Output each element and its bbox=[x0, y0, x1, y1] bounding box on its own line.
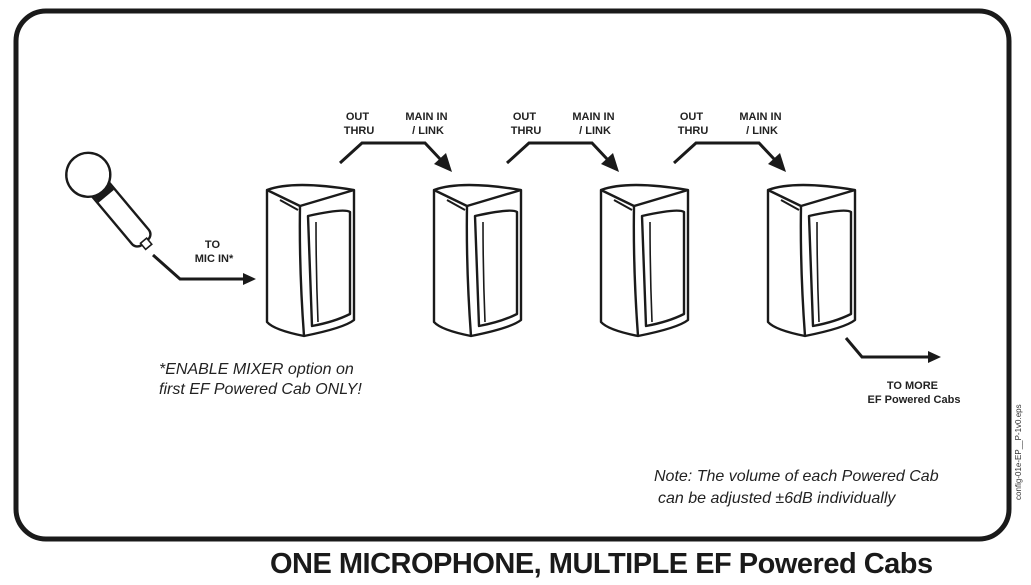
out-thru-label-1: OUT THRU bbox=[344, 111, 375, 137]
enable-mixer-note: *ENABLE MIXER option on first EF Powered… bbox=[159, 361, 362, 398]
to-more-label: TO MORE EF Powered Cabs bbox=[868, 380, 961, 406]
main-in-link-label-2: MAIN IN / LINK bbox=[572, 111, 617, 137]
to-more-arrow bbox=[844, 337, 941, 363]
out-thru-label-3: OUT THRU bbox=[678, 111, 709, 137]
mic-in-label: TO MIC IN* bbox=[195, 239, 234, 265]
main-in-link-label-3: MAIN IN / LINK bbox=[739, 111, 784, 137]
main-in-link-label-1: MAIN IN / LINK bbox=[405, 111, 450, 137]
speaker-1 bbox=[265, 183, 356, 338]
page-title: ONE MICROPHONE, MULTIPLE EF Powered Cabs bbox=[270, 548, 933, 580]
volume-note: Note: The volume of each Powered Cab can… bbox=[654, 468, 943, 507]
speaker-3 bbox=[599, 183, 690, 338]
speaker-2 bbox=[432, 183, 523, 338]
out-thru-label-2: OUT THRU bbox=[511, 111, 542, 137]
microphone-icon bbox=[65, 151, 153, 251]
link-arrow-1 bbox=[338, 141, 452, 172]
link-arrow-3 bbox=[672, 141, 786, 172]
link-arrow-2 bbox=[505, 141, 619, 172]
mic-cable-arrow bbox=[152, 253, 256, 285]
speaker-4 bbox=[766, 183, 857, 338]
file-code: config-01e-EP__P-1v0.eps bbox=[1014, 404, 1023, 500]
